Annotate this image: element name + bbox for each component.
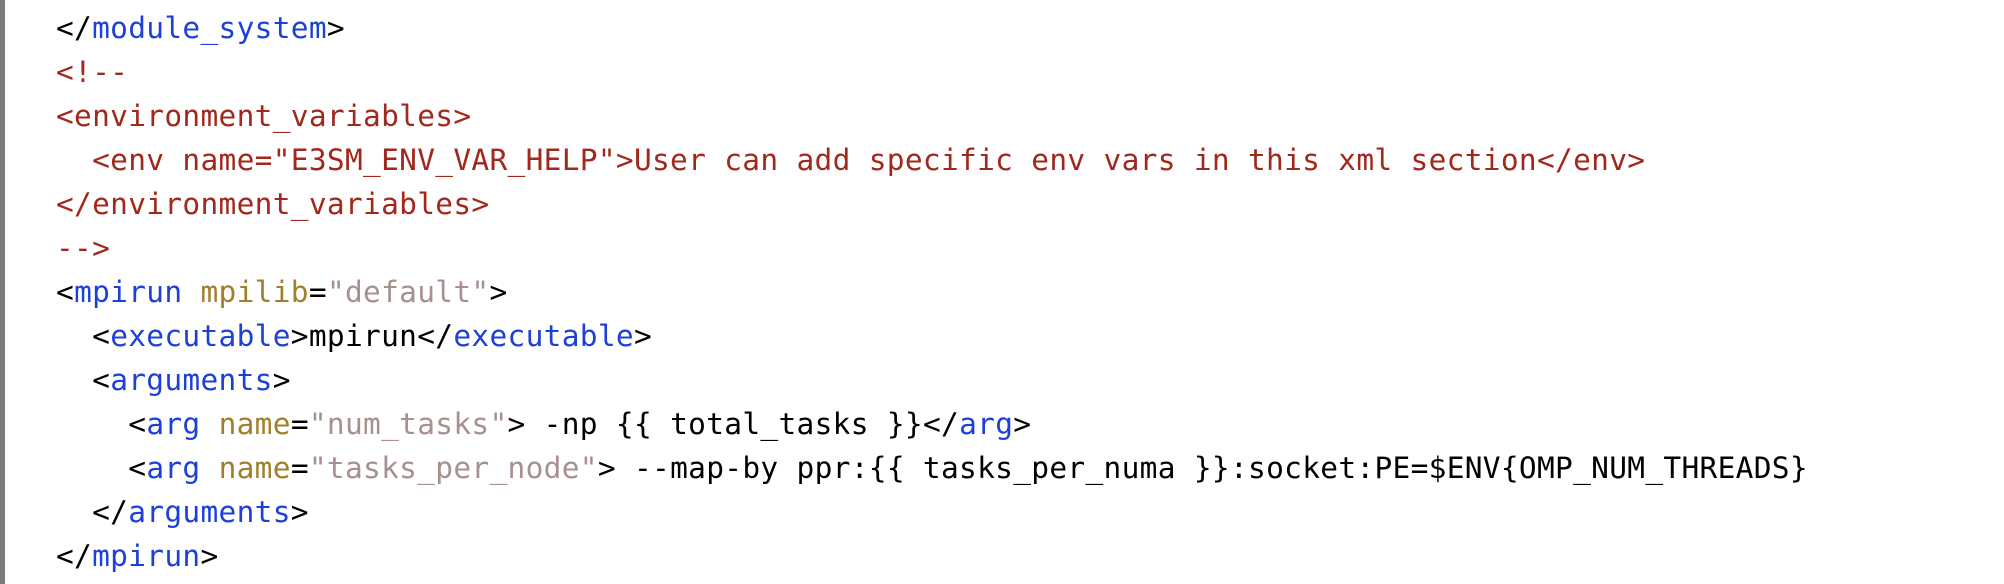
code-token-tag: mpirun xyxy=(92,539,201,573)
code-line: <mpirun mpilib="default"> xyxy=(56,270,1808,314)
code-token-p: </ xyxy=(56,539,93,573)
code-token-val: "default" xyxy=(326,275,490,309)
code-token-p: > xyxy=(507,407,526,441)
code-token-p: </ xyxy=(92,495,129,529)
code-token-p: > xyxy=(200,539,219,573)
code-token-p: > xyxy=(633,319,653,353)
code-token-cm: <environment_variables> xyxy=(56,99,472,133)
code-line: <environment_variables> xyxy=(56,94,1808,138)
code-line: <arguments> xyxy=(56,358,1808,402)
code-token-tag: arguments xyxy=(128,495,291,529)
code-token-p: </ xyxy=(417,319,454,353)
code-line: <arg name="num_tasks"> -np {{ total_task… xyxy=(56,402,1808,446)
code-token-tag: arg xyxy=(146,407,201,441)
code-token-cm: --> xyxy=(56,231,111,265)
code-token-val: "num_tasks" xyxy=(308,407,508,441)
code-token-p: < xyxy=(92,319,111,353)
code-token-txt: --map-by ppr:{{ tasks_per_numa }}:socket… xyxy=(615,451,1808,485)
indent xyxy=(56,451,128,485)
code-token-attr: name xyxy=(218,451,291,485)
code-token-txt: -np {{ total_tasks }} xyxy=(525,407,923,441)
code-token-attr: mpilib xyxy=(200,275,309,309)
code-token-p: > xyxy=(326,11,345,45)
code-token-txt: mpirun xyxy=(308,319,418,353)
code-line: </mpirun> xyxy=(56,534,1808,578)
code-token-tag: arg xyxy=(959,407,1014,441)
code-token-cm: <!-- xyxy=(56,55,129,89)
code-token-tag: module_system xyxy=(92,11,327,45)
code-token-p: < xyxy=(128,451,147,485)
indent xyxy=(56,407,128,441)
code-token-cm: <env name="E3SM_ENV_VAR_HELP">User can a… xyxy=(92,143,1646,177)
code-token-p: > xyxy=(272,363,291,397)
code-token-p: = xyxy=(308,275,327,309)
code-token-p: < xyxy=(56,275,75,309)
indent xyxy=(56,495,92,529)
code-token-p xyxy=(201,407,219,441)
code-token-p: > xyxy=(290,319,309,353)
code-token-p: </ xyxy=(56,11,93,45)
code-token-p: > xyxy=(597,451,616,485)
code-token-p: = xyxy=(290,451,309,485)
code-token-tag: executable xyxy=(110,319,291,353)
code-token-p xyxy=(182,275,200,309)
code-token-tag: arguments xyxy=(110,363,273,397)
code-line: --> xyxy=(56,226,1808,270)
indent xyxy=(56,363,92,397)
code-token-p: = xyxy=(290,407,309,441)
code-line: <executable>mpirun</executable> xyxy=(56,314,1808,358)
code-token-cm: </environment_variables> xyxy=(56,187,490,221)
code-line: <env name="E3SM_ENV_VAR_HELP">User can a… xyxy=(56,138,1808,182)
xml-code-block: </module_system><!--<environment_variabl… xyxy=(56,6,1808,578)
code-token-val: "tasks_per_node" xyxy=(308,451,598,485)
indent xyxy=(56,143,92,177)
code-line: <arg name="tasks_per_node"> --map-by ppr… xyxy=(56,446,1808,490)
editor-left-border xyxy=(0,0,5,584)
code-token-tag: mpirun xyxy=(74,275,183,309)
code-token-p: > xyxy=(1013,407,1032,441)
code-line: </module_system> xyxy=(56,6,1808,50)
code-token-tag: arg xyxy=(146,451,201,485)
code-token-p xyxy=(201,451,219,485)
code-token-p: < xyxy=(128,407,147,441)
code-line: </arguments> xyxy=(56,490,1808,534)
code-line: <!-- xyxy=(56,50,1808,94)
code-token-p: </ xyxy=(922,407,960,441)
code-token-tag: executable xyxy=(453,319,634,353)
code-token-p: > xyxy=(489,275,508,309)
code-token-attr: name xyxy=(218,407,291,441)
code-line: </environment_variables> xyxy=(56,182,1808,226)
indent xyxy=(56,319,92,353)
code-token-p: > xyxy=(290,495,309,529)
code-token-p: < xyxy=(92,363,111,397)
